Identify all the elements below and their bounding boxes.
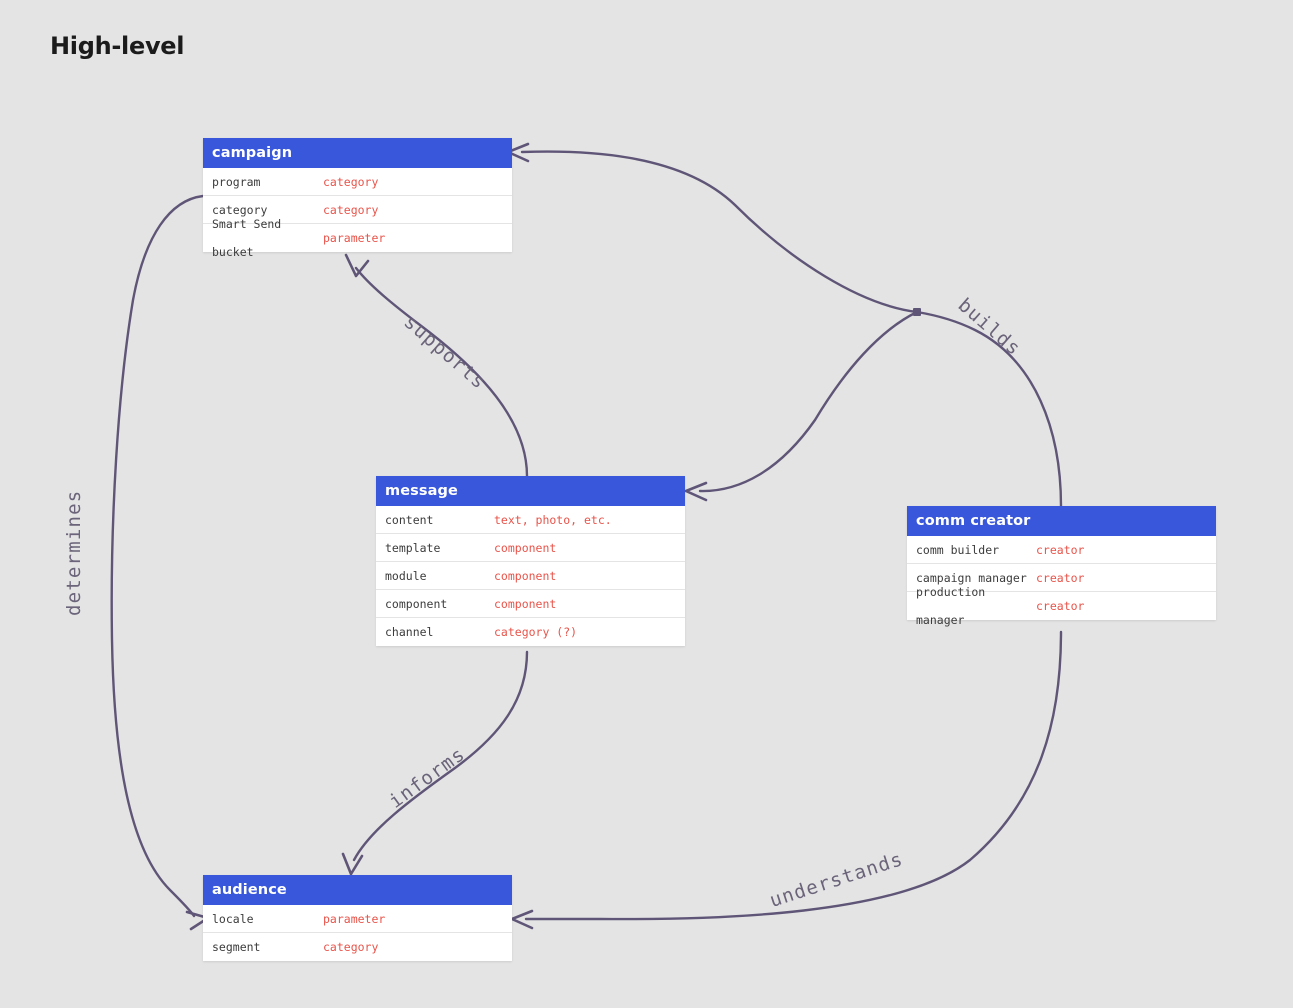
row-field-type: component [494,540,557,555]
row-field-type: category (?) [494,625,578,639]
row-field-type: creator [1036,570,1085,585]
row-field-name: production manager [916,585,986,627]
row-field-type: component [494,568,557,583]
row-field-name: template [385,540,441,555]
entity-header-message[interactable]: message [376,476,685,506]
entity-row[interactable]: content text, photo, etc. [376,506,685,534]
row-field-name: program [212,174,261,189]
row-field-name: component [385,596,448,611]
entity-row[interactable]: locale parameter [203,905,512,933]
row-field-name: content [385,512,434,527]
entity-row[interactable]: program category [203,168,512,196]
entity-row[interactable]: comm builder creator [907,536,1216,564]
row-field-name: locale [212,911,254,926]
row-field-name: module [385,568,427,583]
row-field-type: creator [1036,599,1085,613]
row-field-type: category [323,174,379,189]
entity-row[interactable]: campaign manager creator [907,564,1216,592]
edge-understands [510,630,1063,930]
entity-row[interactable]: segment category [203,933,512,961]
entity-row[interactable]: component component [376,590,685,618]
edge-informs [341,650,529,876]
entity-row[interactable]: production manager creator [907,585,1216,627]
row-field-name: category [212,202,268,217]
edge-label-determines: determines [63,489,85,616]
entity-header-comm-creator[interactable]: comm creator [907,506,1216,536]
entity-header-audience[interactable]: audience [203,875,512,905]
entity-message[interactable]: message content text, photo, etc. template c… [376,476,685,646]
row-field-name: campaign manager [916,570,1027,585]
entity-row[interactable]: template component [376,534,685,562]
row-field-type: parameter [323,911,386,926]
entity-row[interactable]: module component [376,562,685,590]
row-field-name: segment [212,940,261,954]
entity-header-campaign[interactable]: campaign [203,138,512,168]
page-title: High-level [50,32,185,60]
row-field-type: parameter [323,231,386,245]
row-field-type: component [494,596,557,611]
row-field-name: comm builder [916,542,1000,557]
entity-audience[interactable]: audience locale parameter segment category [203,875,512,961]
row-field-type: category [323,202,379,217]
entity-row[interactable]: category category [203,196,512,224]
row-field-type: category [323,940,379,954]
row-field-type: text, photo, etc. [494,512,612,527]
entity-row[interactable]: channel category (?) [376,618,685,646]
edge-determines [110,194,210,931]
edge-supports [344,253,529,478]
row-field-name: Smart Send bucket [212,217,282,259]
row-field-type: creator [1036,542,1085,557]
edge-builds-to-message [684,310,919,502]
row-field-name: channel [385,625,434,639]
entity-row[interactable]: Smart Send bucket parameter [203,217,512,259]
